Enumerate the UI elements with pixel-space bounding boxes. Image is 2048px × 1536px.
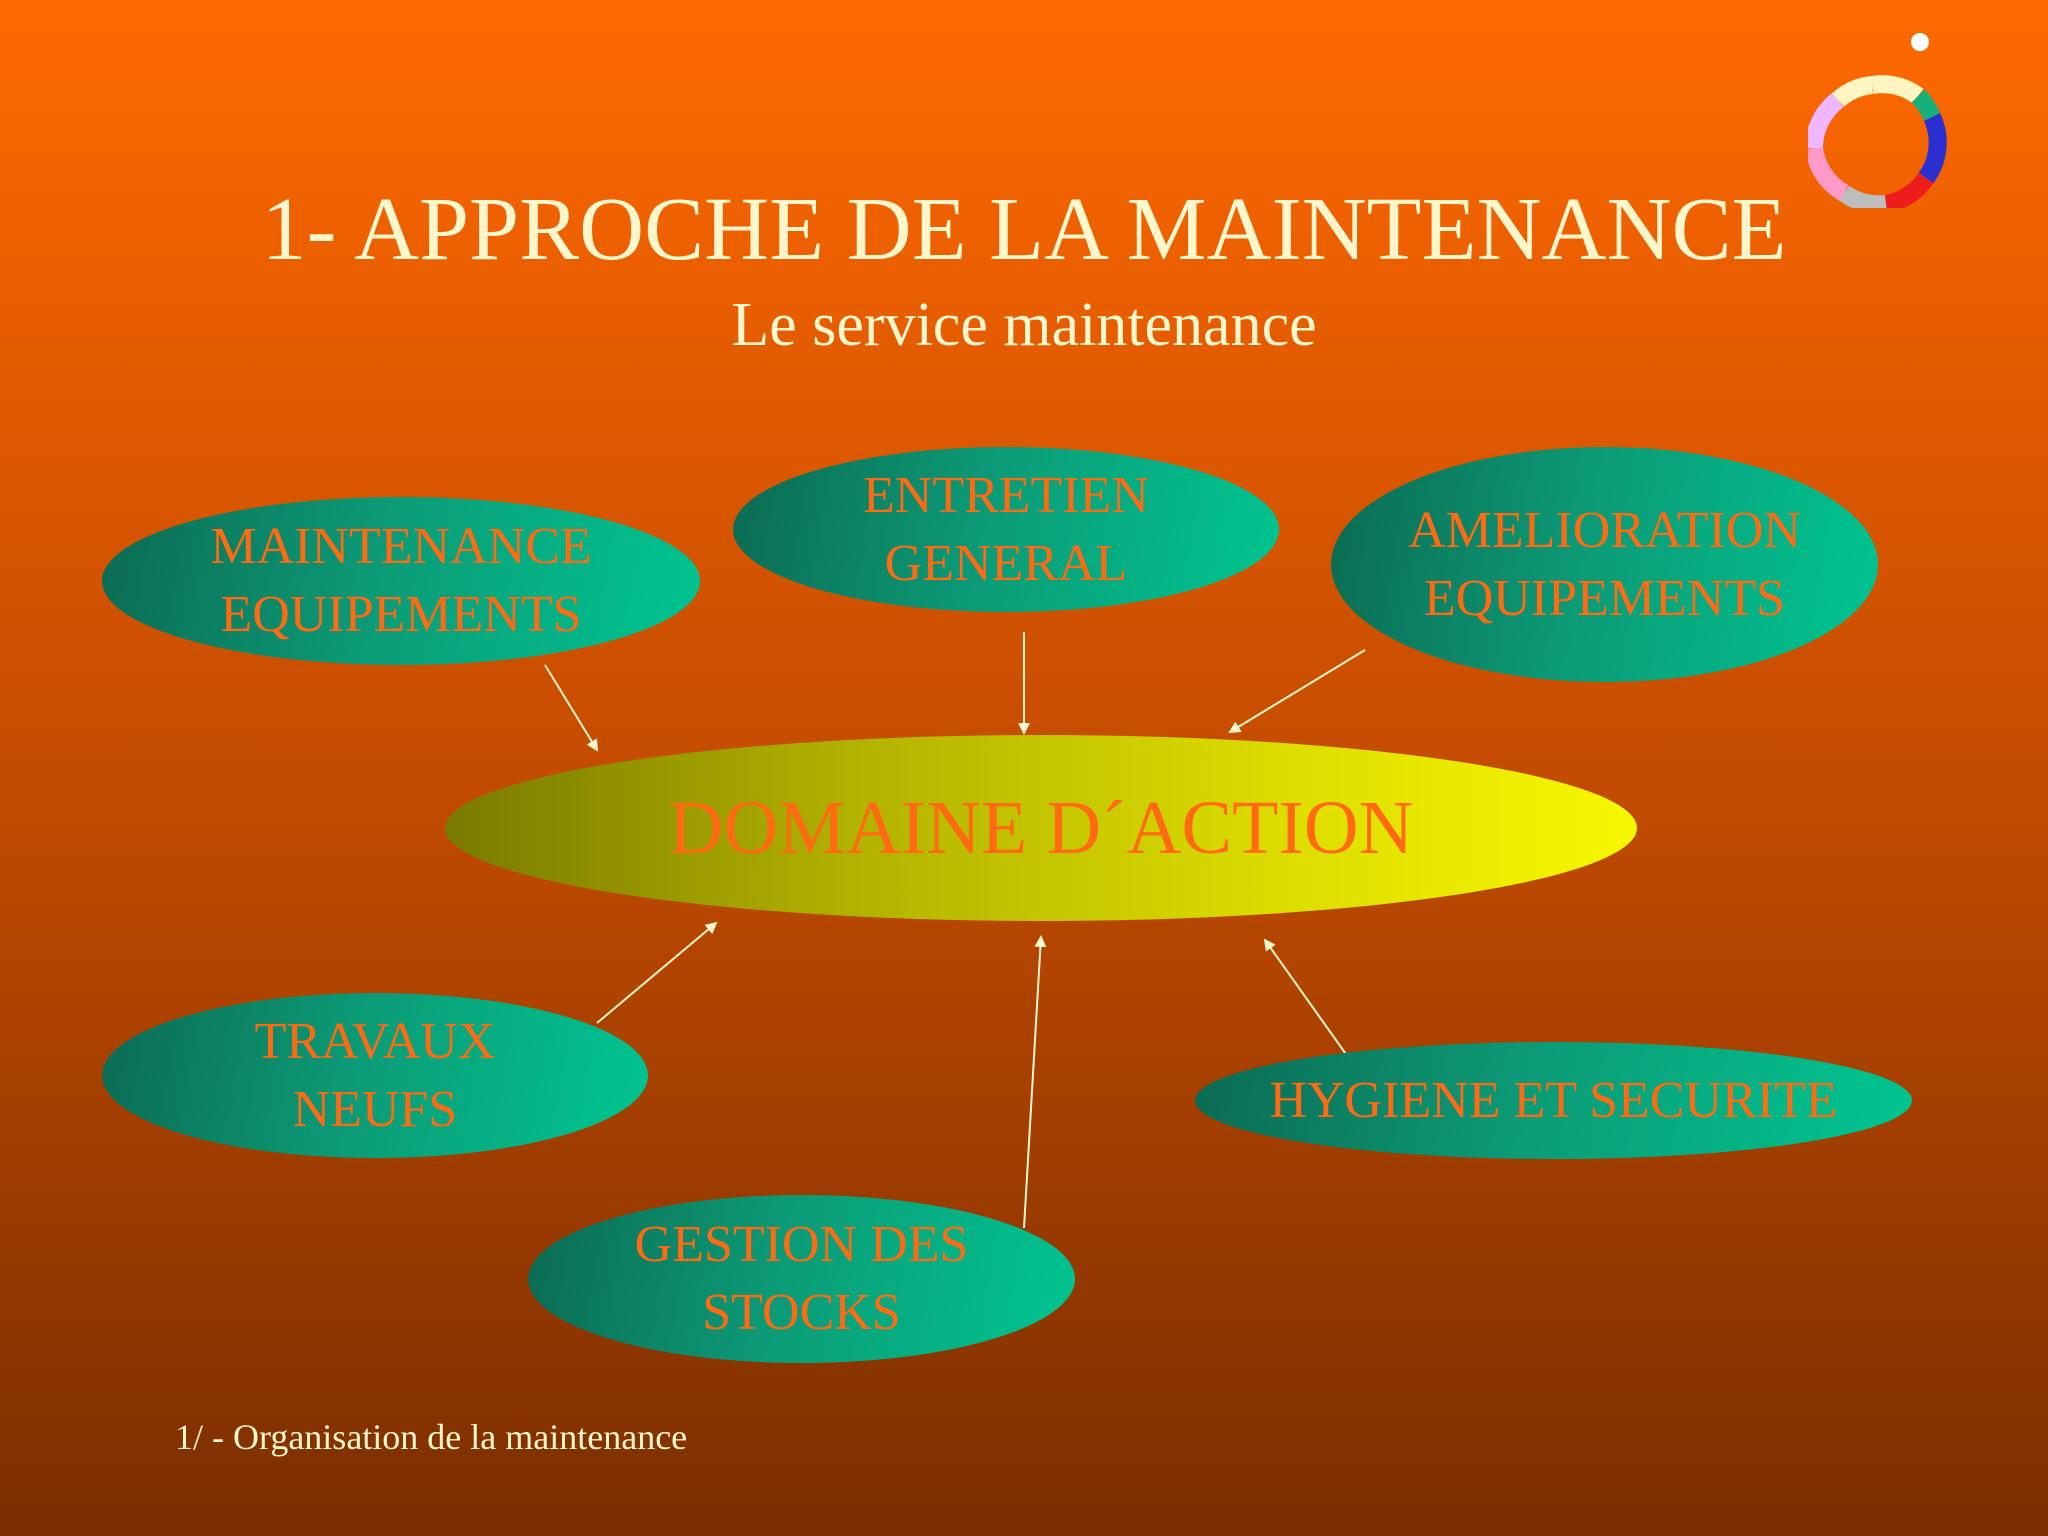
node-maintenance-equipements: MAINTENANCE EQUIPEMENTS [102,497,700,665]
node-label: ENTRETIEN GENERAL [863,466,1149,592]
arrow-hygiene-to-center [1263,938,1349,1058]
slide-title: 1- APPROCHE DE LA MAINTENANCE [261,180,1787,279]
arrow-travaux-to-center [596,921,718,1024]
node-gestion-stocks: GESTION DES STOCKS [528,1195,1075,1363]
segmented-ring-logo-icon [1808,33,1947,208]
node-amelioration-equipements: AMELIORATION EQUIPEMENTS [1331,447,1878,682]
slide-footer: 1/ - Organisation de la maintenance [175,1417,688,1457]
center-label: DOMAINE D´ACTION [668,786,1414,870]
node-entretien-general: ENTRETIEN GENERAL [733,447,1279,612]
node-travaux-neufs: TRAVAUX NEUFS [102,993,648,1158]
node-domaine-action: DOMAINE D´ACTION [445,735,1637,921]
node-hygiene-securite: HYGIENE ET SECURITE [1195,1042,1912,1159]
node-label: HYGIENE ET SECURITE [1269,1071,1838,1129]
node-label: TRAVAUX NEUFS [254,1012,496,1138]
arrow-gestion-to-center [1023,935,1047,1229]
node-label: MAINTENANCE EQUIPEMENTS [210,518,592,643]
arrow-amelioration-to-center [1228,649,1366,734]
arrow-maintenance-to-center [544,664,599,752]
node-label: GESTION DES STOCKS [634,1216,969,1341]
node-label: AMELIORATION EQUIPEMENTS [1408,501,1801,627]
slide-subtitle: Le service maintenance [731,291,1317,359]
